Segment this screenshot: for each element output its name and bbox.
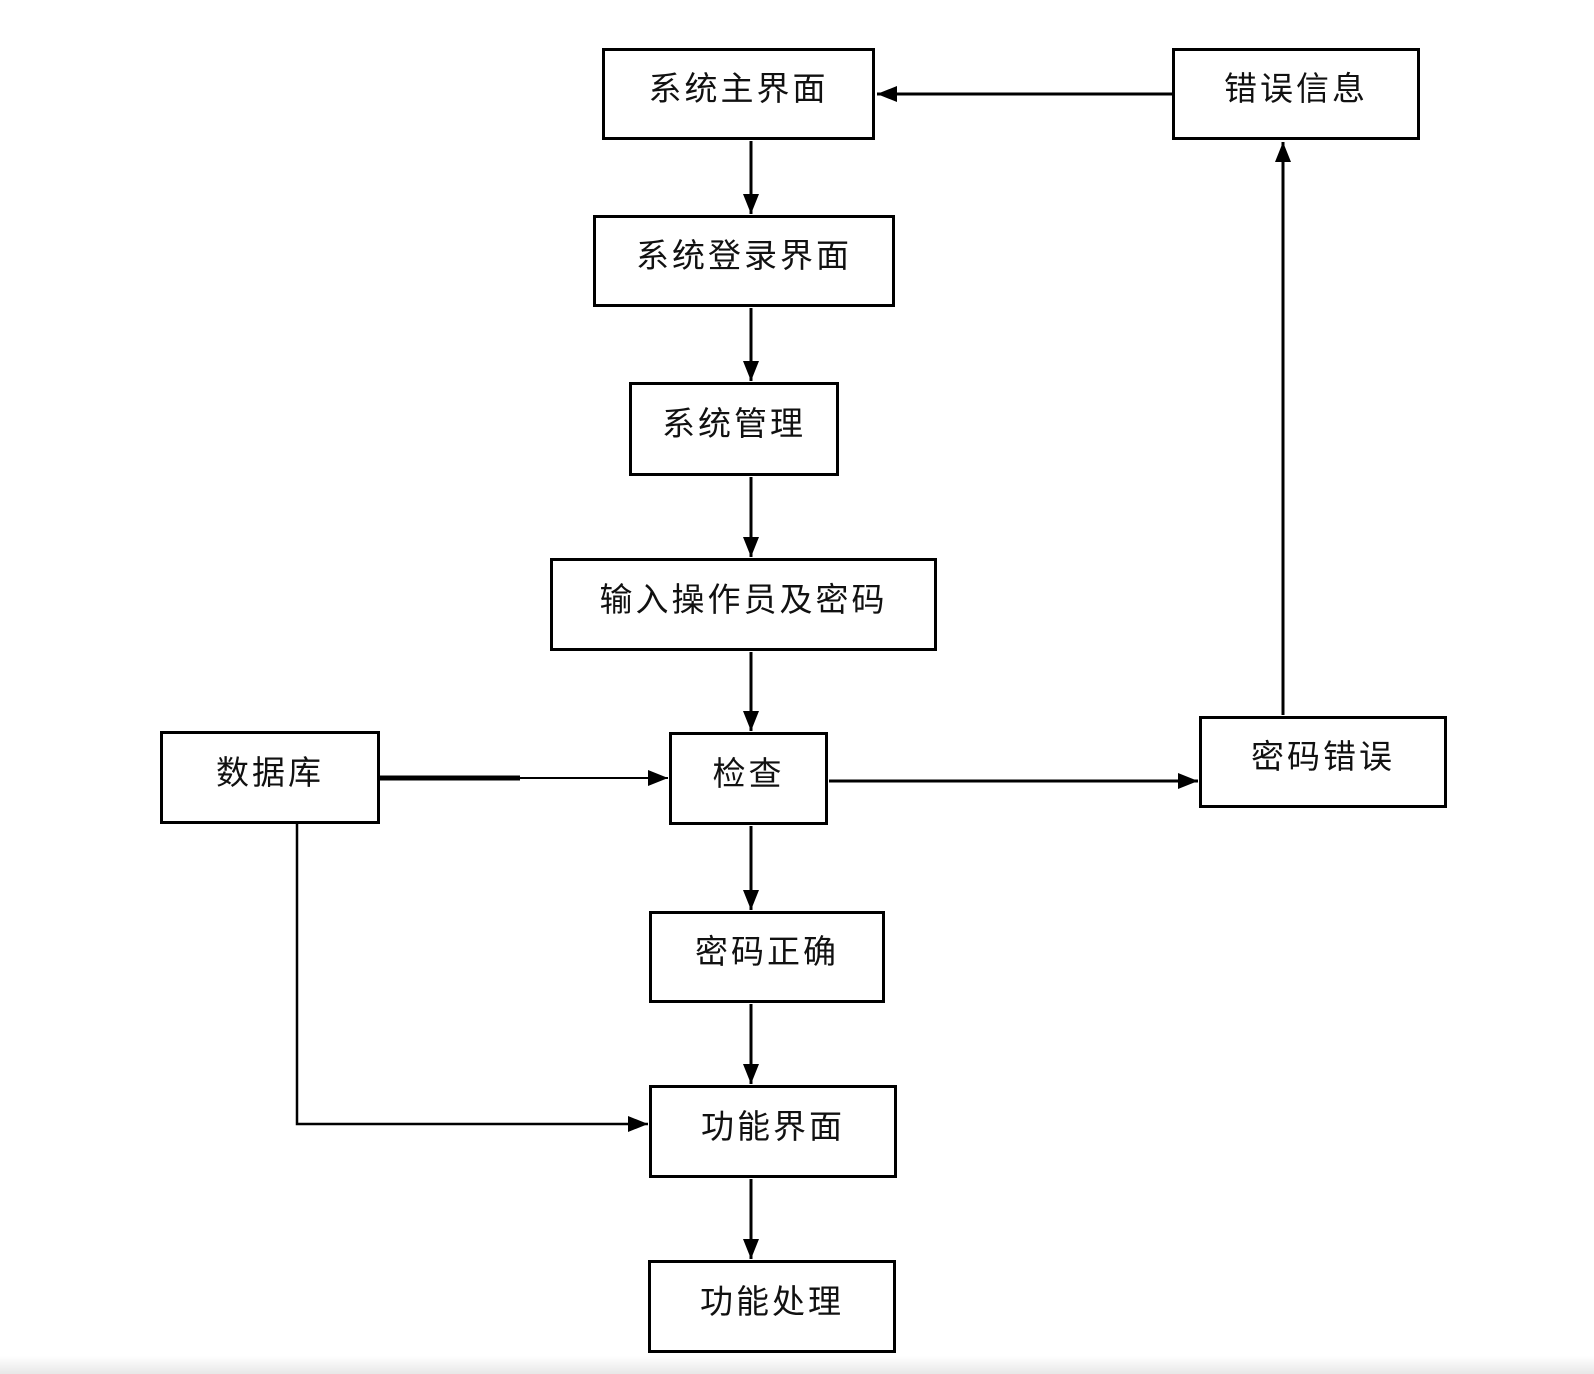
node-label-pwd-correct: 密码正确 <box>695 935 839 971</box>
node-label-input-op: 输入操作员及密码 <box>599 582 888 619</box>
node-label-login-ui: 系统登录界面 <box>636 239 852 275</box>
node-main-ui: 系统主界面 <box>602 48 875 140</box>
node-database: 数据库 <box>160 731 380 824</box>
node-pwd-correct: 密码正确 <box>649 911 885 1003</box>
node-label-func-proc: 功能处理 <box>700 1284 844 1321</box>
node-func-proc: 功能处理 <box>648 1260 896 1353</box>
edge-db-to-func <box>295 824 648 1132</box>
node-label-error-info: 错误信息 <box>1224 72 1368 108</box>
node-label-main-ui: 系统主界面 <box>648 72 829 108</box>
node-check: 检查 <box>669 732 828 825</box>
node-label-database: 数据库 <box>216 755 324 792</box>
node-login-ui: 系统登录界面 <box>593 215 895 307</box>
node-label-check: 检查 <box>712 756 785 793</box>
node-func-ui: 功能界面 <box>649 1085 897 1178</box>
node-input-op: 输入操作员及密码 <box>550 558 937 651</box>
node-pwd-wrong: 密码错误 <box>1199 716 1447 808</box>
node-label-func-ui: 功能界面 <box>701 1109 845 1146</box>
node-label-sys-mgmt: 系统管理 <box>662 407 806 443</box>
node-error-info: 错误信息 <box>1172 48 1420 140</box>
node-label-pwd-wrong: 密码错误 <box>1251 740 1395 776</box>
node-sys-mgmt: 系统管理 <box>629 382 839 476</box>
